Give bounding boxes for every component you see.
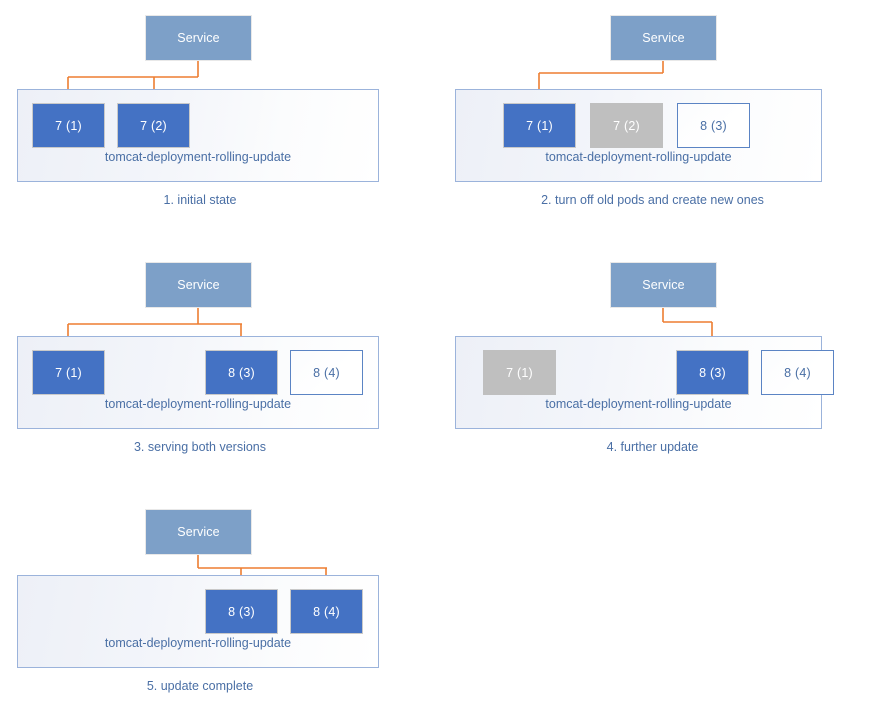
pod-7-1[interactable]: 7 (1) — [32, 350, 105, 395]
pod-7-1[interactable]: 7 (1) — [483, 350, 556, 395]
pod-7-1[interactable]: 7 (1) — [32, 103, 105, 148]
panel-step-4: Service tomcat-deployment-rolling-update… — [435, 240, 870, 460]
service-label: Service — [642, 278, 685, 292]
pod-label: 8 (3) — [699, 365, 726, 380]
pod-8-4[interactable]: 8 (4) — [290, 350, 363, 395]
pod-8-4[interactable]: 8 (4) — [290, 589, 363, 634]
pod-7-2[interactable]: 7 (2) — [117, 103, 190, 148]
service-label: Service — [177, 31, 220, 45]
pod-8-4[interactable]: 8 (4) — [761, 350, 834, 395]
pod-label: 7 (1) — [55, 118, 82, 133]
pod-7-1[interactable]: 7 (1) — [503, 103, 576, 148]
caption-step-3: 3. serving both versions — [133, 440, 266, 454]
panel-step-3: Service tomcat-deployment-rolling-update… — [0, 240, 400, 460]
pod-label: 7 (1) — [55, 365, 82, 380]
pod-8-3[interactable]: 8 (3) — [676, 350, 749, 395]
pod-label: 8 (3) — [228, 365, 255, 380]
service-node-2[interactable]: Service — [610, 15, 717, 61]
panel-step-1: Service tomcat-deployment-rolling-update… — [0, 0, 400, 220]
pod-label: 8 (4) — [784, 365, 811, 380]
service-label: Service — [177, 278, 220, 292]
deployment-name-5: tomcat-deployment-rolling-update — [104, 636, 292, 650]
service-node-1[interactable]: Service — [145, 15, 252, 61]
service-label: Service — [642, 31, 685, 45]
pod-label: 8 (3) — [700, 118, 727, 133]
pod-7-2[interactable]: 7 (2) — [590, 103, 663, 148]
deployment-name-4: tomcat-deployment-rolling-update — [545, 397, 732, 411]
panel-step-2: Service tomcat-deployment-rolling-update… — [435, 0, 870, 220]
deployment-name-3: tomcat-deployment-rolling-update — [104, 397, 292, 411]
pod-label: 8 (4) — [313, 604, 340, 619]
deployment-name-2: tomcat-deployment-rolling-update — [545, 150, 732, 164]
pod-8-3[interactable]: 8 (3) — [677, 103, 750, 148]
caption-step-2: 2. turn off old pods and create new ones — [541, 193, 764, 207]
pod-label: 7 (1) — [506, 365, 533, 380]
service-node-3[interactable]: Service — [145, 262, 252, 308]
pod-label: 8 (3) — [228, 604, 255, 619]
service-node-5[interactable]: Service — [145, 509, 252, 555]
pod-8-3[interactable]: 8 (3) — [205, 589, 278, 634]
caption-step-4: 4. further update — [606, 440, 699, 454]
caption-step-5: 5. update complete — [146, 679, 254, 693]
service-to-pods-connector-2 — [534, 61, 664, 101]
service-node-4[interactable]: Service — [610, 262, 717, 308]
pod-label: 8 (4) — [313, 365, 340, 380]
pod-label: 7 (2) — [613, 118, 640, 133]
pod-label: 7 (2) — [140, 118, 167, 133]
caption-step-1: 1. initial state — [163, 193, 237, 207]
pod-8-3[interactable]: 8 (3) — [205, 350, 278, 395]
service-label: Service — [177, 525, 220, 539]
panel-step-5: Service tomcat-deployment-rolling-update… — [0, 490, 400, 718]
deployment-name-1: tomcat-deployment-rolling-update — [104, 150, 292, 164]
pod-label: 7 (1) — [526, 118, 553, 133]
